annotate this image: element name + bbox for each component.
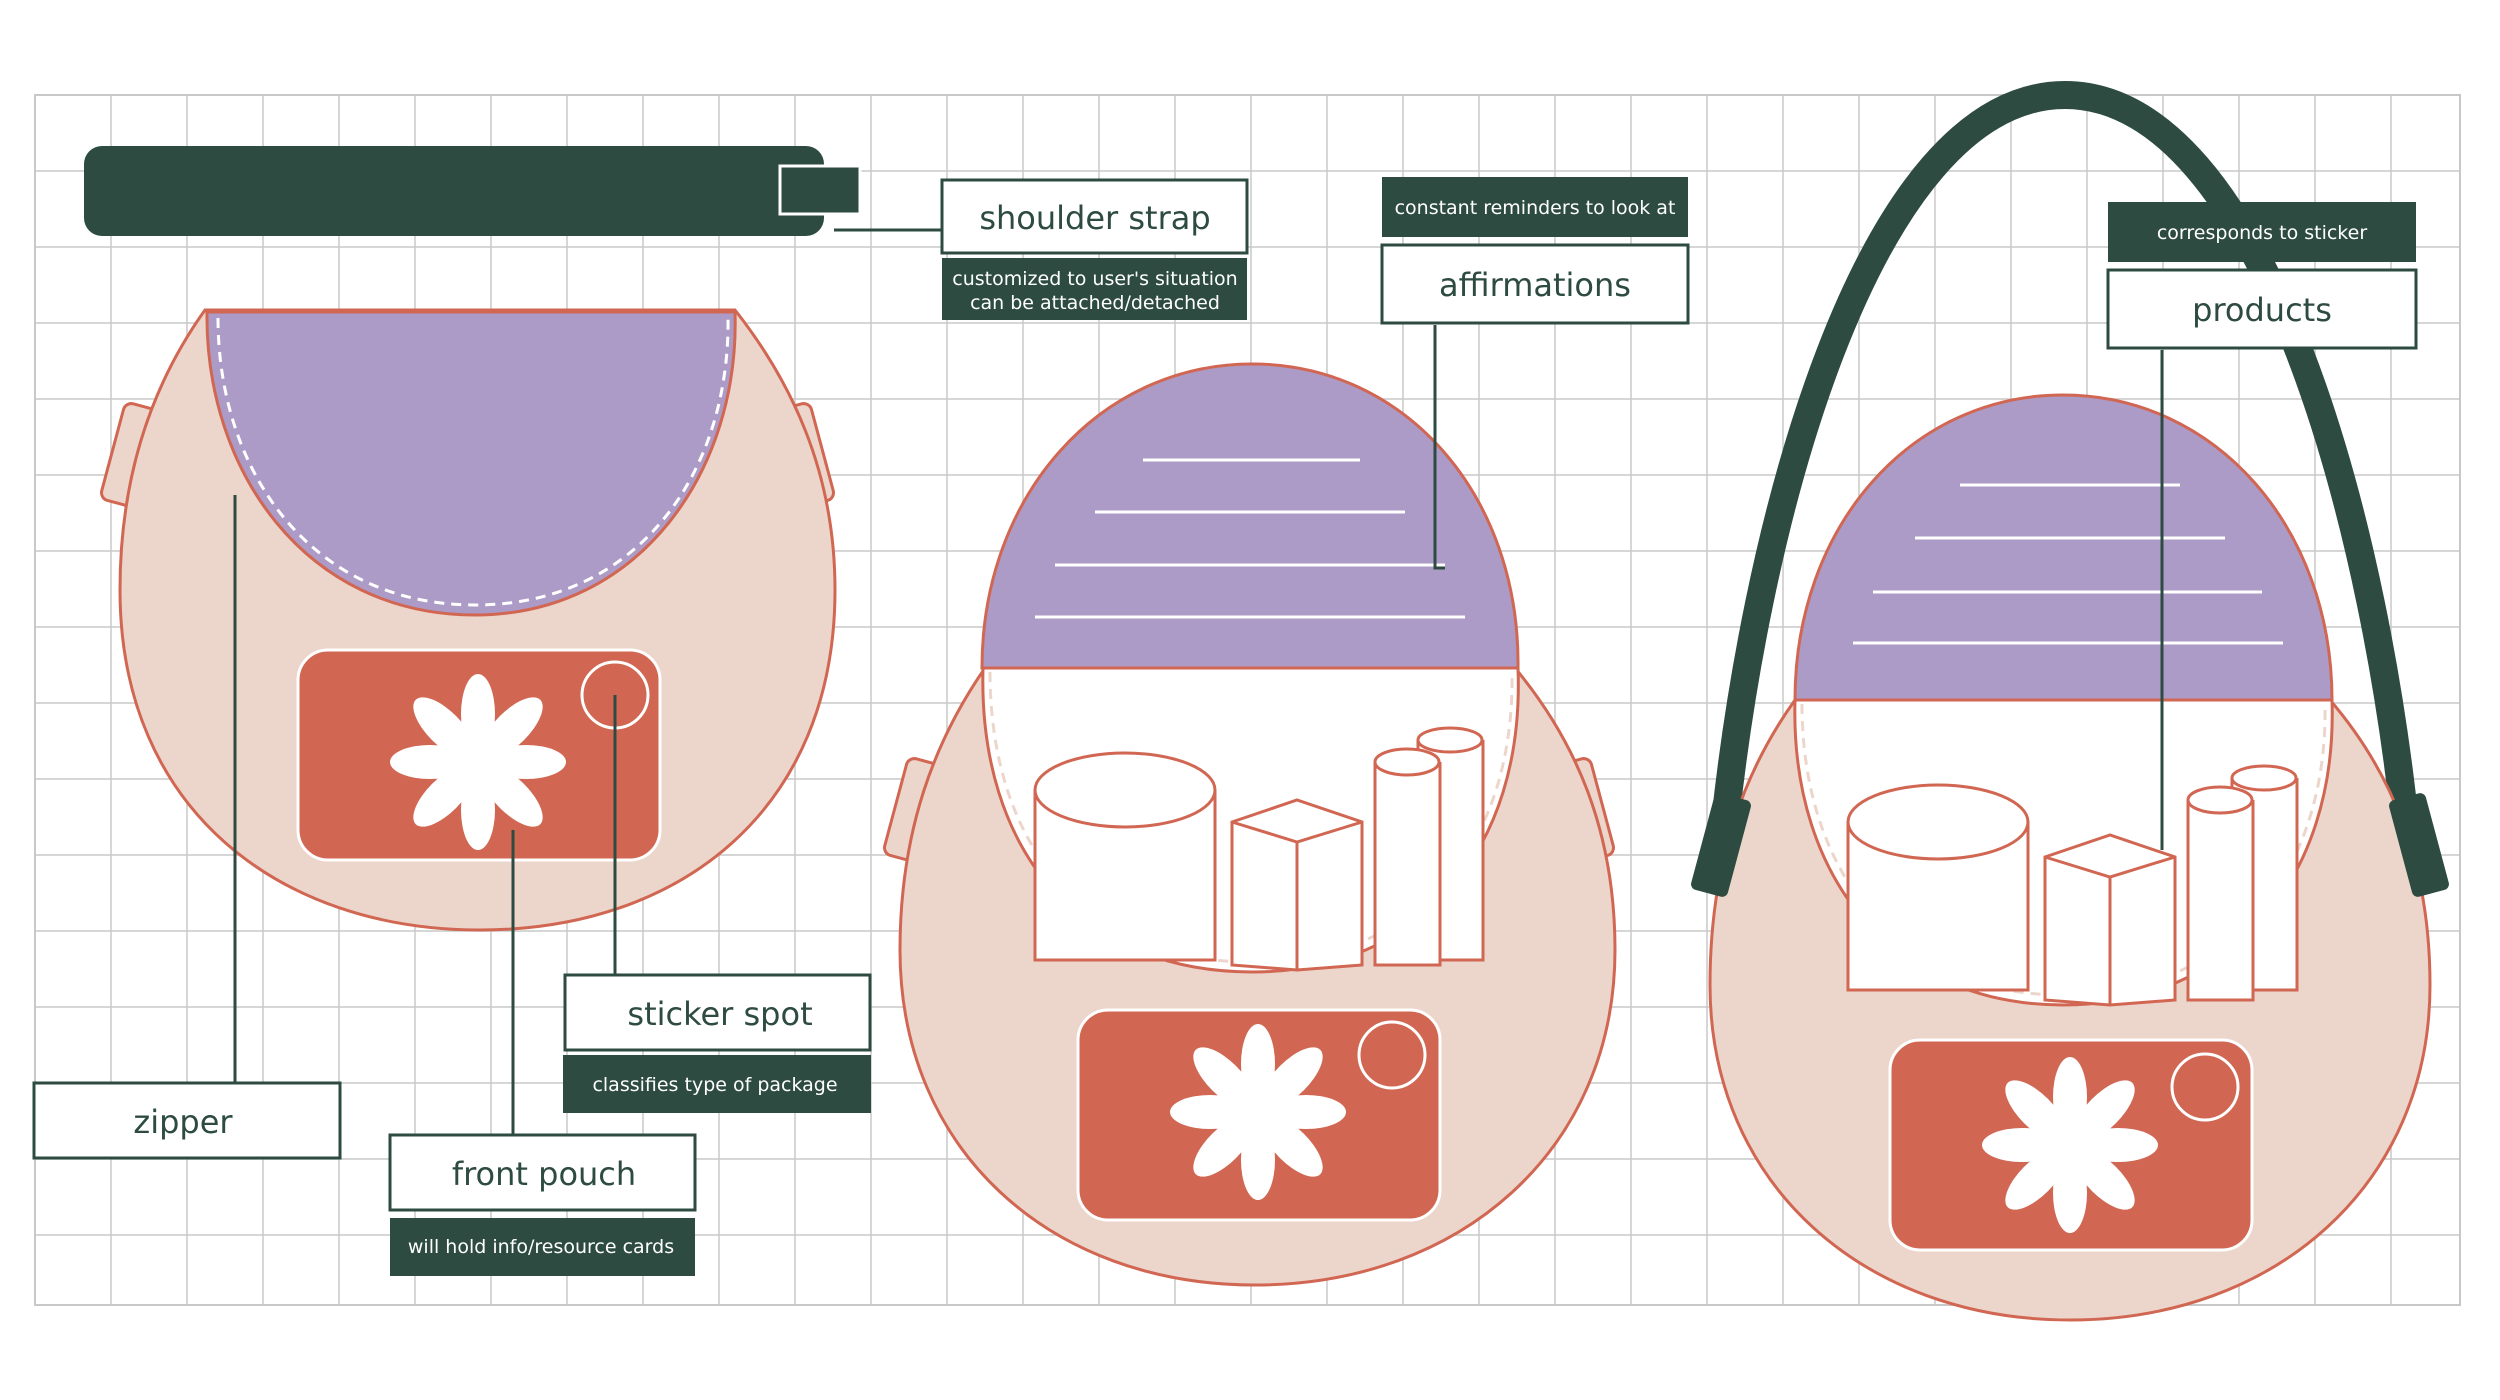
- affirmation-lines: [1853, 483, 2283, 645]
- product-canister-lid: [1846, 783, 2030, 861]
- product-canister: [1033, 790, 1217, 962]
- bag-open-affirmations: [883, 362, 1617, 1287]
- strap-clasp-left: [1691, 793, 1751, 897]
- flower-sticker-icon: [1170, 1024, 1346, 1200]
- product-tube-front-top: [1373, 747, 1441, 777]
- shoulder-strap-note-2: can be attached/detached: [970, 292, 1220, 314]
- affirmations-note: constant reminders to look at: [1395, 197, 1676, 219]
- products-title: products: [2192, 291, 2332, 329]
- zipper-stitch: [988, 671, 1514, 964]
- strap-band: [84, 146, 824, 236]
- product-tube-back-top: [2230, 764, 2298, 792]
- product-box-edges: [1231, 820, 1363, 970]
- flower-sticker-icon: [1982, 1057, 2158, 1233]
- sticker-spot-circle: [2170, 1052, 2240, 1122]
- front-pouch-note: will hold info/resource cards: [408, 1236, 674, 1258]
- products-note: corresponds to sticker: [2157, 222, 2367, 244]
- label-affirmations: constant reminders to look at affirmatio…: [1380, 177, 1690, 325]
- label-sticker-spot: sticker spot classifies type of package: [563, 973, 872, 1113]
- label-shoulder-strap: shoulder strap customized to user's situ…: [940, 178, 1249, 320]
- zipper-title: zipper: [133, 1103, 233, 1141]
- bag-flap: [205, 310, 737, 617]
- product-tube-front: [1373, 762, 1442, 967]
- strap-clasp-right: [2389, 793, 2449, 897]
- detached-shoulder-strap: [84, 146, 862, 236]
- bag-closed: [100, 308, 837, 932]
- zipper-stitch: [216, 317, 730, 607]
- label-front-pouch: front pouch will hold info/resource card…: [388, 1133, 697, 1276]
- affirmations-lid: [980, 362, 1520, 670]
- product-tube-front: [2186, 800, 2255, 1002]
- products-group: [1033, 726, 1485, 972]
- sticker-spot-circle: [1357, 1020, 1427, 1090]
- attached-shoulder-strap: [1706, 80, 2424, 877]
- strap-buckle: [778, 164, 862, 216]
- shoulder-strap-title: shoulder strap: [979, 199, 1210, 237]
- bag-open-products: [1691, 80, 2449, 1322]
- label-products: corresponds to sticker products: [2106, 202, 2418, 350]
- label-zipper: zipper: [32, 1081, 342, 1160]
- sticker-spot-note: classifies type of package: [592, 1074, 837, 1096]
- sticker-spot-title: sticker spot: [627, 995, 812, 1033]
- affirmations-title: affirmations: [1439, 266, 1631, 304]
- front-pouch-title: front pouch: [452, 1155, 636, 1193]
- leader-affirmations: [1433, 325, 1445, 570]
- product-canister: [1846, 822, 2030, 992]
- products-group: [1846, 764, 2299, 1007]
- product-tube-back-top: [1416, 726, 1484, 754]
- product-box-edges: [2044, 855, 2176, 1005]
- affirmation-lines: [1035, 458, 1465, 619]
- grid-frame: [34, 94, 2461, 1306]
- leader-lines: [233, 228, 2164, 1135]
- shoulder-strap-note-1: customized to user's situation: [952, 268, 1237, 290]
- product-canister-lid: [1033, 751, 1217, 829]
- product-tube-front-top: [2186, 785, 2254, 815]
- affirmations-lid: [1793, 393, 2334, 702]
- flower-sticker-icon: [390, 674, 566, 850]
